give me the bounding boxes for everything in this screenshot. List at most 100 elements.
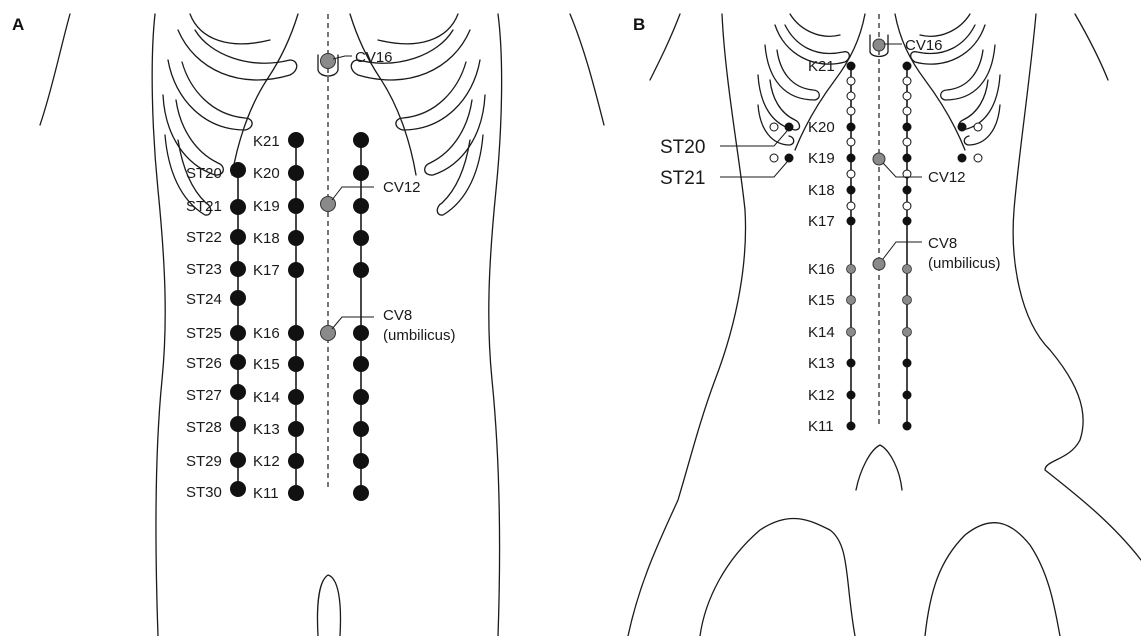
panel-b-tail	[856, 445, 902, 490]
leader-b-cv12	[883, 163, 922, 177]
point-b-k13	[847, 359, 856, 368]
point-b-k15	[847, 296, 856, 305]
label-st30: ST30	[186, 484, 222, 501]
panel-a-ribcage-left	[163, 14, 298, 215]
label-st21: ST21	[186, 198, 222, 215]
point-k12	[288, 453, 304, 469]
point-b-k17	[847, 217, 856, 226]
point-k20-right	[353, 165, 369, 181]
point-k18-right	[353, 230, 369, 246]
label-k21: K21	[253, 133, 280, 150]
point-b-k14	[847, 328, 856, 337]
point-b-st20-right-open	[974, 123, 982, 131]
label-b-k12: K12	[808, 387, 835, 404]
label-k18: K18	[253, 230, 280, 247]
point-b-st20-right	[958, 123, 967, 132]
leader-cv8	[332, 317, 374, 329]
label-b-k18: K18	[808, 182, 835, 199]
point-k20	[288, 165, 304, 181]
panel-a-arm-right	[570, 14, 604, 125]
point-b-open-right-6	[903, 202, 911, 210]
label-b-k16: K16	[808, 261, 835, 278]
label-st23: ST23	[186, 261, 222, 278]
leader-cv16	[333, 56, 352, 59]
label-b-cv8: CV8	[928, 235, 957, 252]
point-b-k20-right	[903, 123, 912, 132]
label-b-k14: K14	[808, 324, 835, 341]
panel-b-hind-left	[700, 518, 855, 636]
point-b-st20	[785, 123, 794, 132]
panel-b-body-outline-right	[1013, 14, 1141, 560]
point-b-st21-open	[770, 154, 778, 162]
point-st23	[230, 261, 246, 277]
point-st24	[230, 290, 246, 306]
label-k16: K16	[253, 325, 280, 342]
point-k19	[288, 198, 304, 214]
point-b-k11	[847, 422, 856, 431]
point-b-k13-right	[903, 359, 912, 368]
point-st21	[230, 199, 246, 215]
point-k13	[288, 421, 304, 437]
panel-b-body-outline-left	[628, 14, 746, 636]
label-cv16: CV16	[355, 49, 393, 66]
point-b-cv16	[873, 39, 885, 51]
label-b-k20: K20	[808, 119, 835, 136]
label-k17: K17	[253, 262, 280, 279]
label-k15: K15	[253, 356, 280, 373]
panel-a-letter: A	[12, 15, 24, 34]
point-k21-right	[353, 132, 369, 148]
point-b-open-right-4	[903, 138, 911, 146]
panel-b: B	[628, 14, 1141, 636]
point-k14-right	[353, 389, 369, 405]
label-cv8-note: (umbilicus)	[383, 327, 456, 344]
panel-b-arm-left	[650, 14, 680, 80]
point-st26	[230, 354, 246, 370]
label-b-cv8-note: (umbilicus)	[928, 255, 1001, 272]
label-b-st20: ST20	[660, 137, 705, 158]
leader-b-cv8	[883, 242, 922, 259]
point-b-k12-right	[903, 391, 912, 400]
point-b-k12	[847, 391, 856, 400]
point-k17	[288, 262, 304, 278]
point-b-k19-open	[847, 170, 855, 178]
point-k16	[288, 325, 304, 341]
point-st25	[230, 325, 246, 341]
point-b-k21-open-2	[847, 92, 855, 100]
panel-b-letter: B	[633, 15, 645, 34]
label-b-k13: K13	[808, 355, 835, 372]
point-b-st21	[785, 154, 794, 163]
point-b-k17-right	[903, 217, 912, 226]
label-k12: K12	[253, 453, 280, 470]
label-st27: ST27	[186, 387, 222, 404]
point-b-k19-right	[903, 154, 912, 163]
label-cv12: CV12	[383, 179, 421, 196]
label-b-st21: ST21	[660, 168, 705, 189]
point-k21	[288, 132, 304, 148]
point-b-k14-right	[903, 328, 912, 337]
point-b-k21-right	[903, 62, 912, 71]
label-cv8: CV8	[383, 307, 412, 324]
panel-a-torso-right	[489, 14, 502, 636]
point-st27	[230, 384, 246, 400]
point-st28	[230, 416, 246, 432]
point-b-k16-right	[903, 265, 912, 274]
point-k13-right	[353, 421, 369, 437]
point-b-k16	[847, 265, 856, 274]
label-st22: ST22	[186, 229, 222, 246]
point-k15	[288, 356, 304, 372]
label-b-k17: K17	[808, 213, 835, 230]
label-b-k15: K15	[808, 292, 835, 309]
point-b-open-right-2	[903, 92, 911, 100]
point-b-st21-right	[958, 154, 967, 163]
point-b-open-right-3	[903, 107, 911, 115]
point-k17-right	[353, 262, 369, 278]
label-k14: K14	[253, 389, 280, 406]
label-b-k11: K11	[808, 418, 834, 435]
point-b-st20-open	[770, 123, 778, 131]
point-b-k20-open	[847, 138, 855, 146]
panel-a-groin	[317, 575, 340, 636]
point-b-open-right-1	[903, 77, 911, 85]
label-b-cv16: CV16	[905, 37, 943, 54]
label-k11: K11	[253, 485, 279, 502]
label-st25: ST25	[186, 325, 222, 342]
